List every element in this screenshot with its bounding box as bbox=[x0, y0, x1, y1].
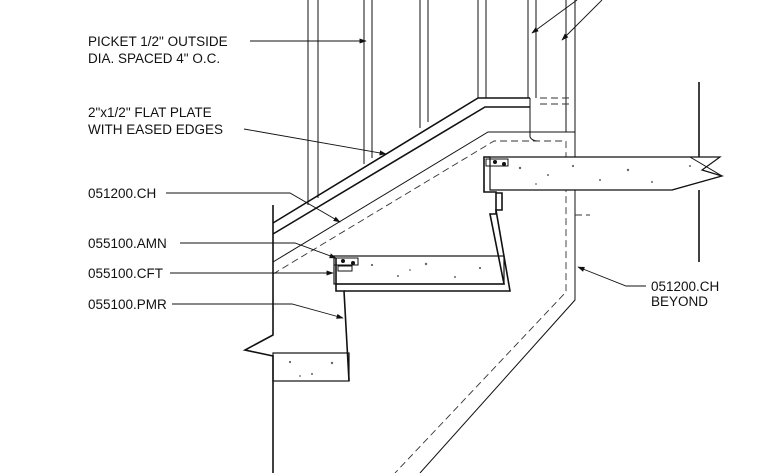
leader-pmr bbox=[172, 303, 344, 319]
break-line-left bbox=[242, 205, 274, 473]
nosing-angle-middle bbox=[333, 257, 359, 272]
label-ref-ch-beyond-line1: 051200.CH bbox=[651, 279, 719, 294]
leader-ch bbox=[166, 192, 341, 223]
leader-flat-plate bbox=[243, 128, 387, 156]
label-ref-amn: 055100.AMN bbox=[88, 236, 167, 251]
label-picket-line2: DIA. SPACED 4" O.C. bbox=[88, 51, 220, 66]
top-callout-arrows bbox=[531, 0, 603, 41]
label-ref-cft: 055100.CFT bbox=[88, 266, 163, 281]
label-plate-line1: 2"x1/2" FLAT PLATE bbox=[88, 105, 212, 120]
label-plate-line2: WITH EASED EDGES bbox=[88, 122, 223, 137]
concrete-treads bbox=[272, 156, 725, 382]
leader-amn bbox=[180, 242, 337, 259]
railing-pickets bbox=[307, 0, 576, 205]
flat-plate-rail bbox=[272, 97, 572, 235]
stair-stringer bbox=[272, 131, 590, 473]
label-ref-ch-beyond-line2: BEYOND bbox=[651, 294, 708, 309]
nosing-angle-upper bbox=[485, 158, 509, 167]
break-line-right bbox=[671, 82, 724, 262]
label-ref-ch: 051200.CH bbox=[88, 186, 156, 201]
label-ref-pmr: 055100.PMR bbox=[88, 297, 167, 312]
leader-ch-beyond bbox=[577, 266, 646, 287]
leaders bbox=[166, 38, 646, 319]
label-picket-line1: PICKET 1/2" OUTSIDE bbox=[88, 34, 228, 49]
steel-pan-risers bbox=[335, 156, 511, 382]
